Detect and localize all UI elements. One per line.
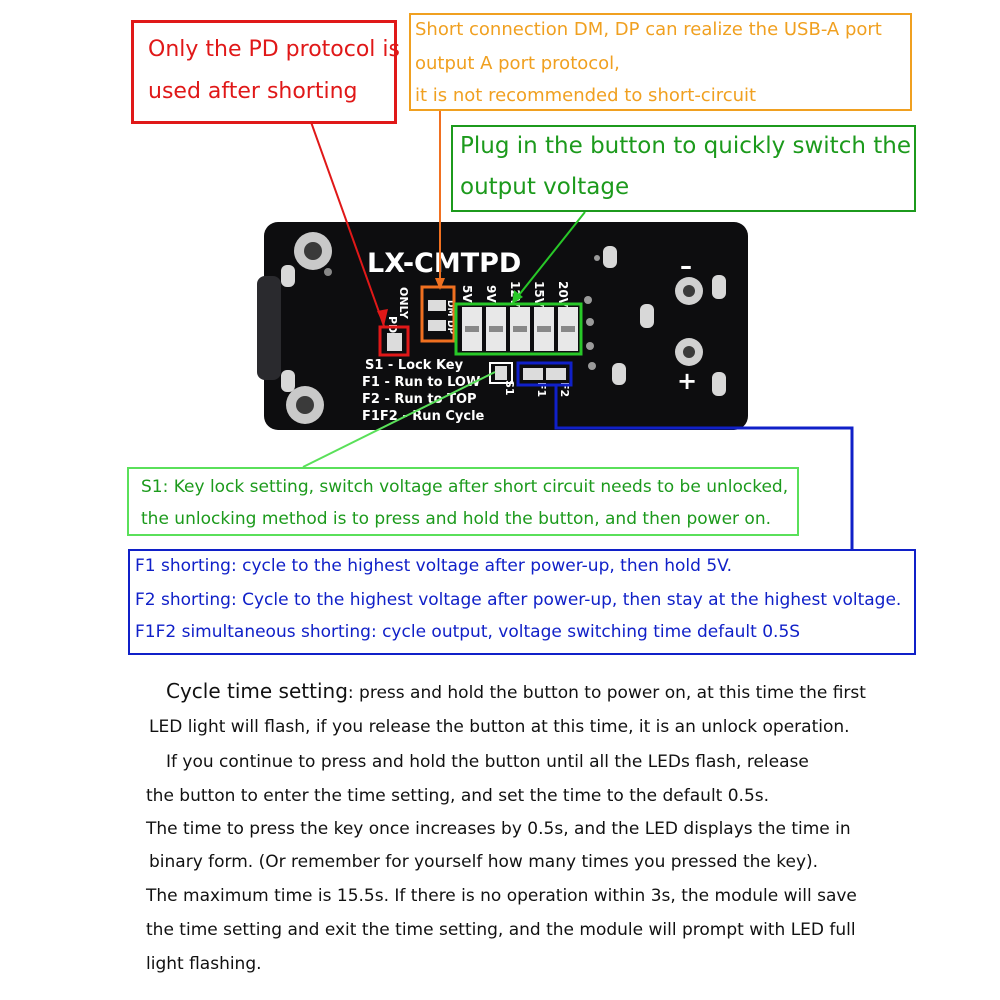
blue-connector xyxy=(554,385,854,549)
s1-callout: S1: Key lock setting, switch voltage aft… xyxy=(127,467,799,536)
s1-line-2: the unlocking method is to press and hol… xyxy=(141,509,772,529)
voltage-label-9v: 9V xyxy=(484,285,498,303)
pd-only-highlight xyxy=(378,325,410,357)
button-line-1: Plug in the button to quickly switch the xyxy=(460,133,911,159)
dm-dp-line-3: it is not recommended to short-circuit xyxy=(415,85,757,106)
legend-f1: F1 - Run to LOW xyxy=(362,375,480,390)
s1-line-1: S1: Key lock setting, switch voltage aft… xyxy=(141,477,789,497)
dp-label: DP xyxy=(445,320,455,334)
minus-label: – xyxy=(680,252,692,280)
body-line-3: If you continue to press and hold the bu… xyxy=(166,752,809,772)
terminal-pad-2 xyxy=(612,363,626,385)
board-model-label: LX-CMTPD xyxy=(367,248,521,279)
green-arrow xyxy=(514,211,586,301)
dm-dp-line-1: Short connection DM, DP can realize the … xyxy=(415,19,882,40)
voltage-label-20v: 20V xyxy=(556,281,570,308)
f-pads-highlight xyxy=(516,361,573,387)
s1-arrow xyxy=(302,371,496,468)
body-line-6: binary form. (Or remember for yourself h… xyxy=(149,852,819,872)
s1-highlight xyxy=(489,362,513,384)
body-line-7: The maximum time is 15.5s. If there is n… xyxy=(146,886,857,906)
f1-line: F1 shorting: cycle to the highest voltag… xyxy=(135,556,733,576)
dm-dp-line-2: output A port protocol, xyxy=(415,53,620,74)
usb-c-connector xyxy=(257,276,281,380)
led-highlight xyxy=(454,302,583,356)
cycle-time-heading: Cycle time setting xyxy=(166,679,348,703)
body-line-5: The time to press the key once increases… xyxy=(146,819,851,839)
dm-label: DM xyxy=(445,300,455,316)
pd-only-callout: Only the PD protocol is used after short… xyxy=(131,20,400,124)
voltage-label-15v: 15V xyxy=(532,281,546,308)
plus-label: + xyxy=(677,367,697,395)
pd-only-line-1: Only the PD protocol is xyxy=(148,37,400,62)
body-line-8: the time setting and exit the time setti… xyxy=(146,920,856,940)
body-line-4: the button to enter the time setting, an… xyxy=(146,786,770,806)
only-label: ONLY xyxy=(397,287,410,320)
voltage-label-5v: 5V xyxy=(460,285,474,303)
button-callout: Plug in the button to quickly switch the… xyxy=(451,125,916,212)
pd-label: PD xyxy=(386,316,399,333)
terminal-pad-1 xyxy=(603,246,617,268)
f-pads-callout: F1 shorting: cycle to the highest voltag… xyxy=(128,549,916,655)
dm-dp-highlight xyxy=(420,285,456,343)
f2-line: F2 shorting: Cycle to the highest voltag… xyxy=(135,590,902,610)
body-first-rest: : press and hold the button to power on,… xyxy=(347,683,866,703)
red-arrow xyxy=(310,121,385,327)
body-line-9: light flashing. xyxy=(146,954,262,974)
legend-s1: S1 - Lock Key xyxy=(365,358,464,373)
f1f2-line: F1F2 simultaneous shorting: cycle output… xyxy=(135,622,801,642)
body-line-1: Cycle time setting: press and hold the b… xyxy=(166,679,866,703)
body-line-2: LED light will flash, if you release the… xyxy=(149,717,850,737)
dm-dp-callout: Short connection DM, DP can realize the … xyxy=(409,13,912,111)
button-line-2: output voltage xyxy=(460,174,630,200)
legend-f2: F2 - Run to TOP xyxy=(362,392,477,407)
legend-f1f2: F1F2 - Run Cycle xyxy=(362,409,485,424)
pd-only-line-2: used after shorting xyxy=(148,79,358,104)
